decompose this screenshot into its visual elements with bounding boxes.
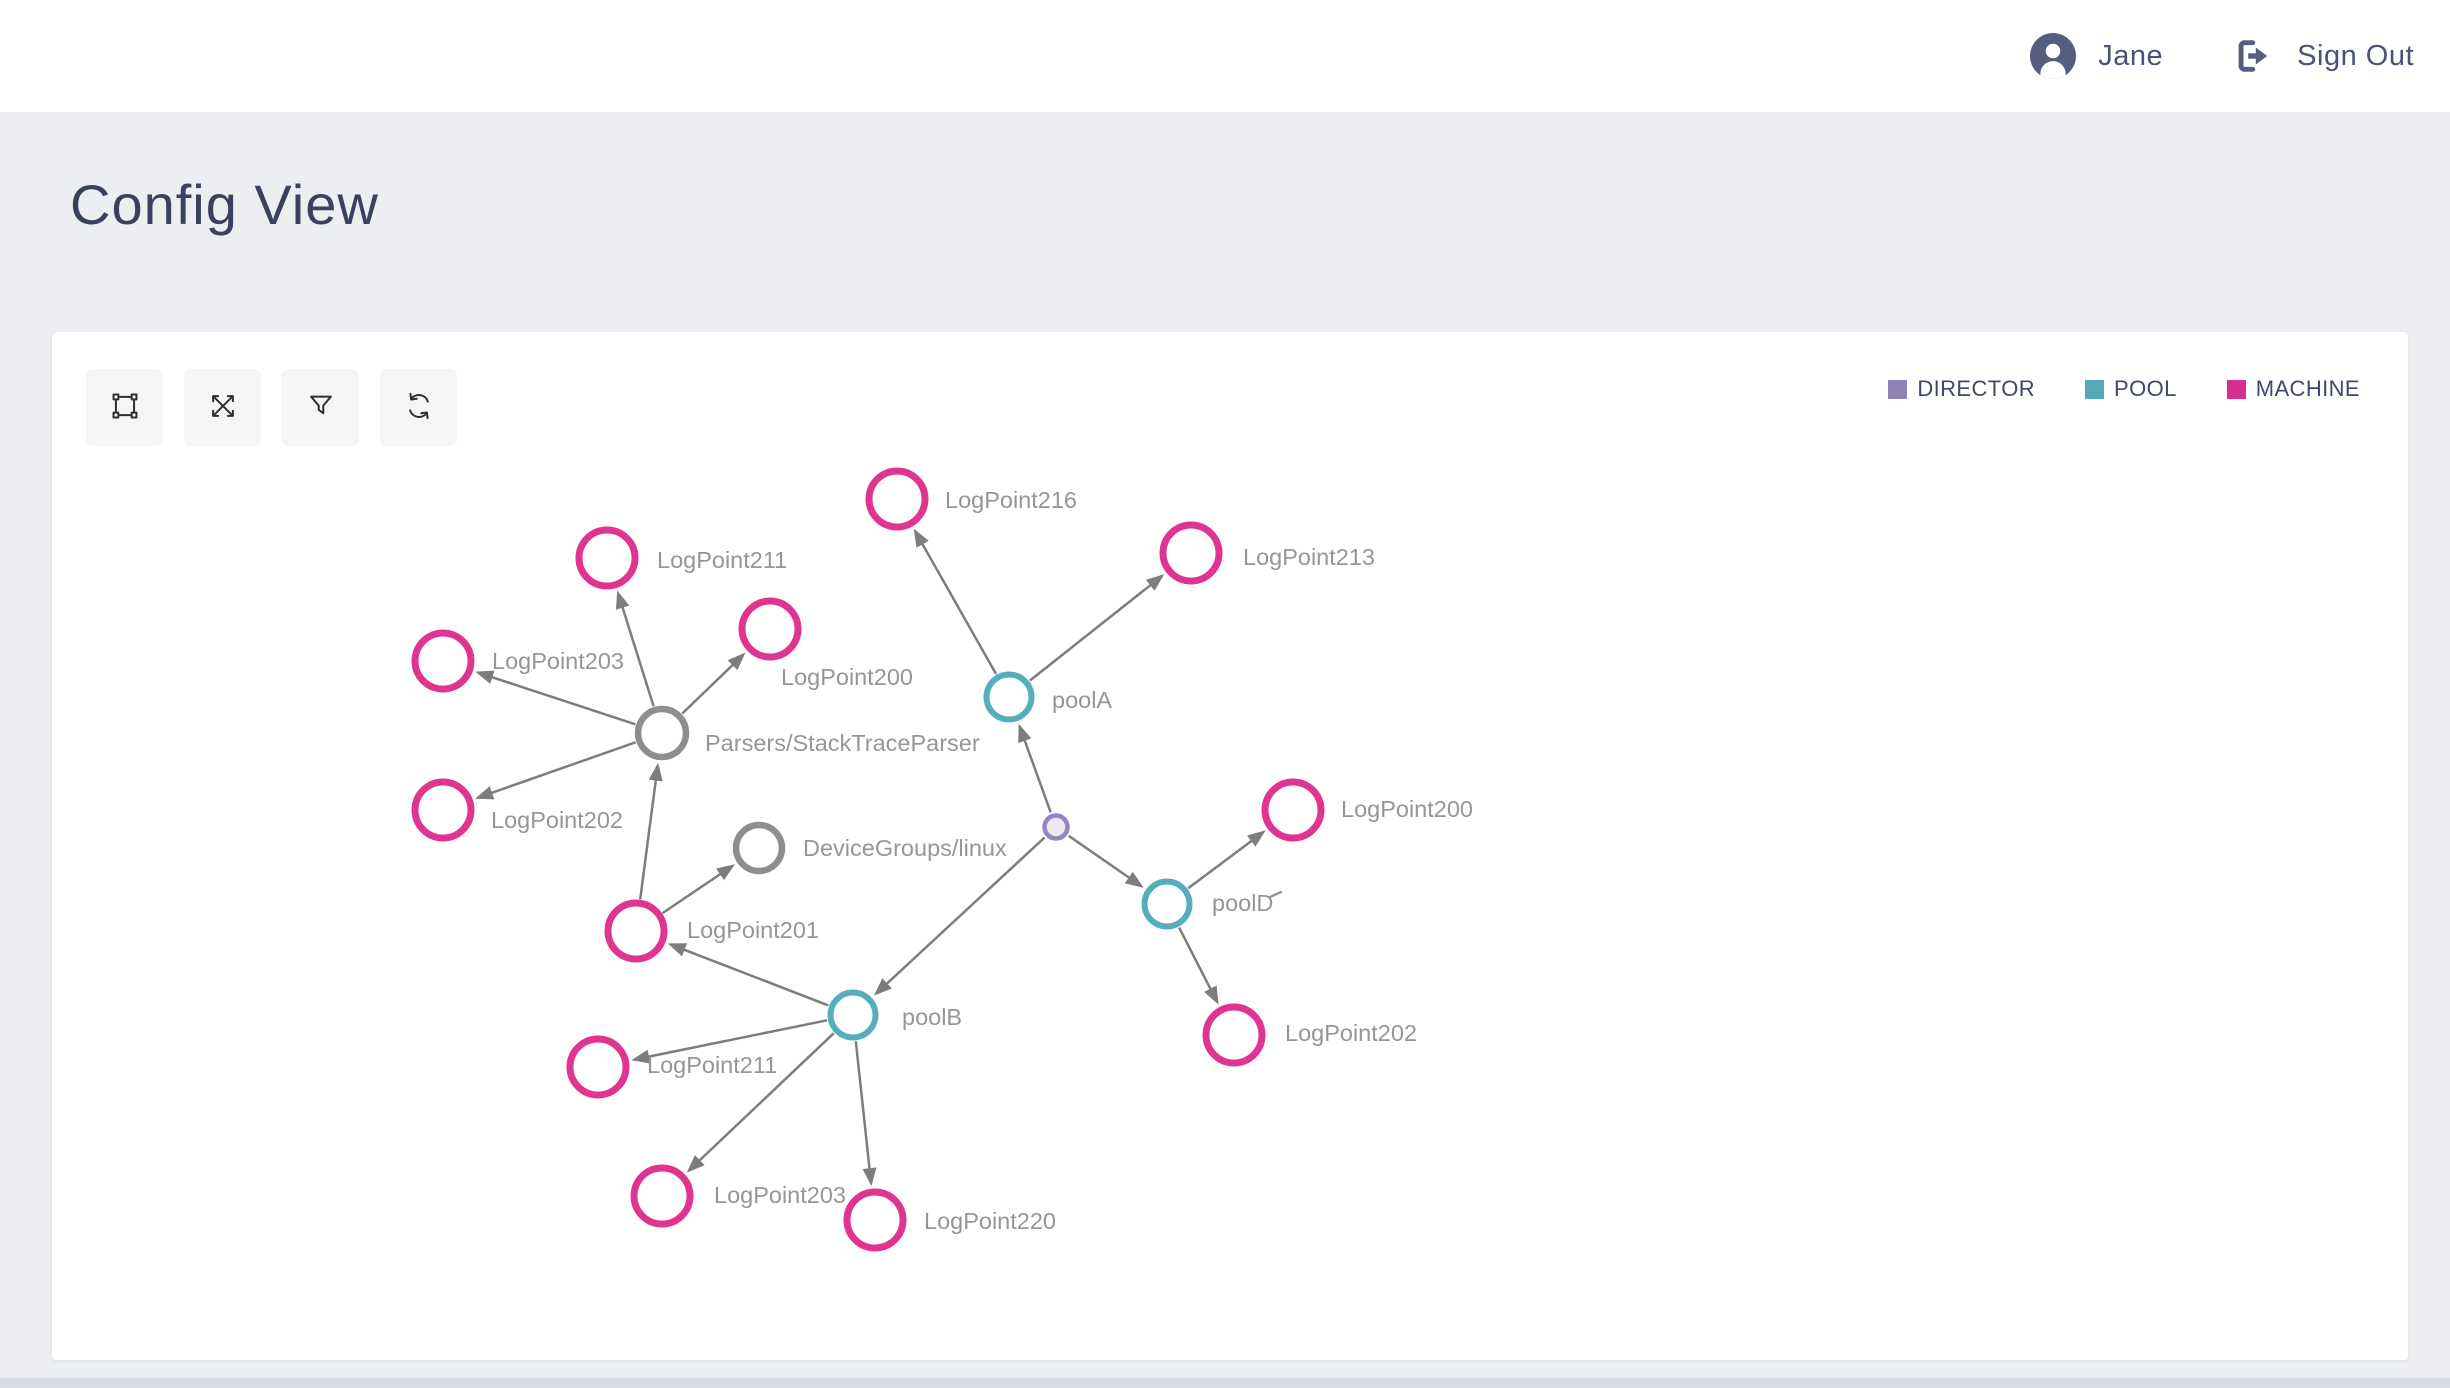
footer-strip	[0, 1378, 2450, 1388]
graph-legend: DIRECTOR POOL MACHINE	[1888, 376, 2360, 402]
graph-edge-poolA-to-logpoint213	[1029, 574, 1165, 682]
graph-edge-poolB-to-logpoint220	[854, 1041, 877, 1187]
graph-node-director[interactable]	[1042, 813, 1070, 841]
graph-node-label-logpoint203-left: LogPoint203	[492, 648, 624, 674]
graph-node-label-logpoint202-right: LogPoint202	[1285, 1020, 1417, 1046]
graph-node-logpoint202-right[interactable]	[1202, 1003, 1266, 1067]
expand-arrows-icon	[207, 390, 239, 425]
graph-node-logpoint220[interactable]	[843, 1188, 907, 1252]
page-title: Config View	[70, 173, 379, 236]
graph-node-logpoint203-left[interactable]	[411, 629, 475, 693]
legend-swatch	[2085, 379, 2105, 399]
graph-node-logpoint216[interactable]	[865, 467, 929, 531]
graph-edge-poolD-to-logpoint202-right	[1177, 927, 1219, 1005]
graph-node-poolD[interactable]	[1141, 878, 1193, 930]
graph-node-logpoint200-right[interactable]	[1261, 778, 1325, 842]
graph-node-label-logpoint201: LogPoint201	[687, 917, 819, 943]
graph-node-label-logpoint213: LogPoint213	[1243, 544, 1375, 570]
graph-edge-poolD-to-logpoint200-right	[1187, 830, 1266, 890]
legend-label: POOL	[2114, 376, 2177, 401]
app-header: Jane Sign Out	[0, 0, 2450, 112]
graph-node-poolB[interactable]	[827, 989, 879, 1041]
graph-node-label-parsers-stacktraceparser: Parsers/StackTraceParser	[705, 730, 980, 756]
graph-edge-parsers-stacktraceparser-to-logpoint203-left	[475, 670, 636, 726]
graph-canvas[interactable]: LogPoint216LogPoint213poolALogPoint211Lo…	[52, 332, 2408, 1360]
graph-edge-parsers-stacktraceparser-to-logpoint202-left	[475, 741, 637, 800]
user-name: Jane	[2098, 39, 2164, 72]
graph-edge-poolB-to-logpoint203-bottom	[686, 1032, 835, 1173]
graph-node-label-poolB: poolB	[902, 1004, 962, 1030]
graph-edge-logpoint201-to-devicegroups-linux	[661, 864, 735, 915]
graph-node-label-logpoint211-bottom: LogPoint211	[647, 1052, 777, 1078]
graph-edge-poolB-to-logpoint211-bottom	[631, 1019, 828, 1064]
graph-node-label-poolD: poolD	[1212, 890, 1273, 916]
graph-node-label-logpoint220: LogPoint220	[924, 1208, 1056, 1234]
graph-edge-parsers-stacktraceparser-to-logpoint200-left	[681, 652, 746, 715]
graph-edge-logpoint201-to-parsers-stacktraceparser	[638, 762, 663, 900]
fit-expand-button[interactable]	[184, 369, 261, 446]
graph-node-label-logpoint203-bottom: LogPoint203	[714, 1182, 846, 1208]
graph-nodes: LogPoint216LogPoint213poolALogPoint211Lo…	[411, 467, 1473, 1252]
graph-node-label-logpoint200-right: LogPoint200	[1341, 796, 1473, 822]
graph-node-logpoint211-bottom[interactable]	[566, 1035, 630, 1099]
graph-node-logpoint203-bottom[interactable]	[630, 1164, 694, 1228]
selection-frame-icon	[109, 390, 141, 425]
graph-edges	[475, 528, 1283, 1187]
graph-edge-director-to-poolB	[873, 836, 1046, 996]
stray-tick-mark	[1268, 890, 1283, 899]
graph-node-label-logpoint202-left: LogPoint202	[491, 807, 623, 833]
graph-node-logpoint211-top[interactable]	[575, 526, 639, 590]
graph-edge-poolB-to-logpoint201	[667, 943, 829, 1007]
graph-node-poolA[interactable]	[983, 671, 1035, 723]
graph-node-parsers-stacktraceparser[interactable]	[634, 705, 690, 761]
graph-node-devicegroups-linux[interactable]	[732, 821, 786, 875]
graph-node-logpoint213[interactable]	[1159, 521, 1223, 585]
graph-node-label-devicegroups-linux: DeviceGroups/linux	[803, 835, 1007, 861]
legend-item-director: DIRECTOR	[1888, 376, 2035, 402]
graph-node-label-logpoint216: LogPoint216	[945, 487, 1077, 513]
refresh-icon	[403, 390, 435, 425]
legend-label: DIRECTOR	[1917, 376, 2036, 401]
graph-edge-director-to-poolA	[1018, 723, 1052, 813]
graph-node-label-poolA: poolA	[1052, 687, 1112, 713]
refresh-button[interactable]	[380, 369, 457, 446]
legend-item-machine: MACHINE	[2226, 376, 2360, 402]
selection-mode-button[interactable]	[86, 369, 163, 446]
graph-edge-parsers-stacktraceparser-to-logpoint211-top	[615, 590, 655, 707]
sign-out-label: Sign Out	[2297, 39, 2414, 72]
filter-icon	[305, 390, 337, 425]
filter-button[interactable]	[282, 369, 359, 446]
graph-node-logpoint200-left[interactable]	[738, 597, 802, 661]
legend-swatch	[2226, 379, 2246, 399]
graph-node-label-logpoint200-left: LogPoint200	[781, 664, 913, 690]
graph-node-logpoint202-left[interactable]	[411, 778, 475, 842]
graph-node-label-logpoint211-top: LogPoint211	[657, 547, 787, 573]
graph-edge-director-to-poolD	[1067, 834, 1144, 888]
graph-edge-poolA-to-logpoint216	[913, 528, 998, 675]
legend-label: MACHINE	[2255, 376, 2360, 401]
graph-toolbar	[86, 369, 478, 446]
graph-node-logpoint201[interactable]	[604, 899, 668, 963]
sign-out-button[interactable]: Sign Out	[2229, 37, 2414, 75]
user-avatar-icon	[2030, 33, 2077, 79]
user-menu[interactable]: Jane	[2030, 33, 2163, 79]
legend-swatch	[1888, 379, 1908, 399]
legend-item-pool: POOL	[2085, 376, 2177, 402]
sign-out-icon	[2229, 37, 2275, 75]
